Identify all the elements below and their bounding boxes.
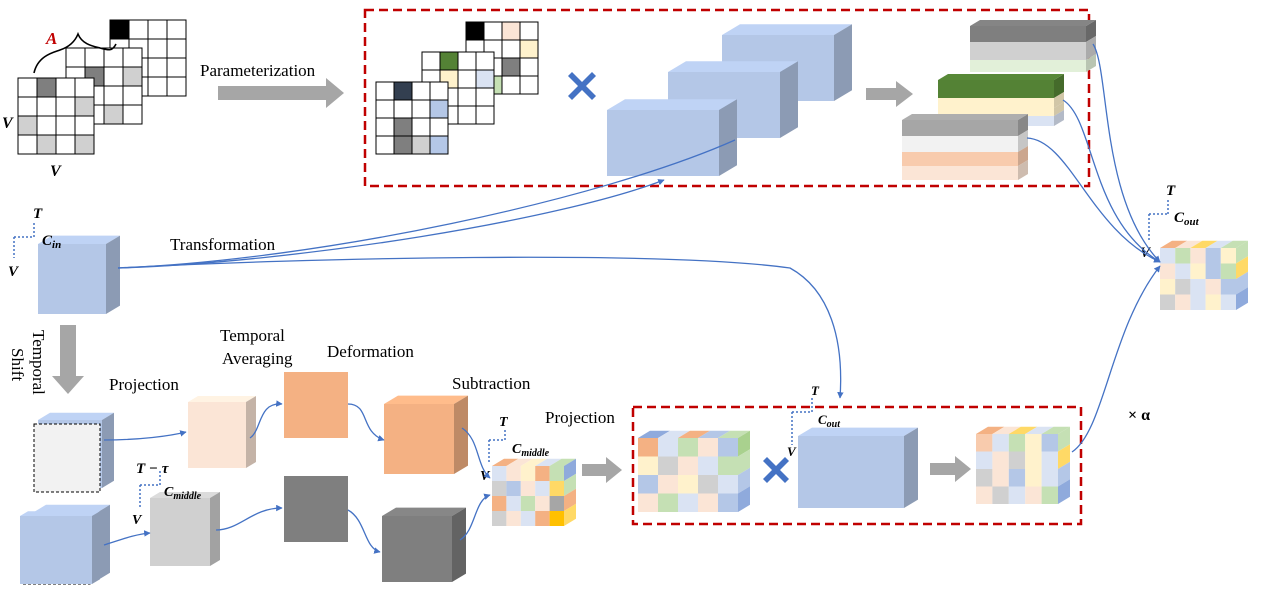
parameterized-matrix-stack [375,21,539,155]
label-temporal-averaging-2: Averaging [222,349,293,368]
symbol-V-proj: V [787,444,797,459]
layered-feature-stacks [902,20,1096,180]
temporal-avg-cube-gray [284,476,348,542]
weight-cube-front [607,99,737,176]
symbol-V-lower: V [132,513,143,528]
adjacency-matrix-stack [17,19,187,155]
gray-arrow-to-layers [866,81,913,107]
symbol-T-minus-tau: T − τ [136,461,170,477]
shift-stack-top-front [33,423,101,493]
label-temporal-shift: Temporal Shift [8,330,48,395]
symbol-V-left: V [2,115,14,132]
symbol-T-proj: T [811,383,820,398]
dotted-axis-icon [139,470,161,508]
symbol-V-in: V [8,264,20,280]
dotted-axis-icon [791,397,813,445]
label-transformation: Transformation [170,235,276,254]
slab-stack-back [970,20,1096,72]
symbol-T-middle: T [499,415,509,430]
symbol-V-middle: V [480,469,491,484]
connector-lines [103,43,1161,554]
gray-arrow-projection [582,457,622,483]
slab-stack-front [902,114,1028,180]
symbol-C-out: Cout [1174,210,1200,228]
param-matrix-front [375,81,449,155]
dotted-axis-icon [13,222,35,258]
symbol-C-in: Cin [42,233,61,251]
symbol-times-alpha: × α [1128,407,1150,424]
svg-text:Temporal: Temporal [29,330,48,395]
label-deformation: Deformation [327,342,414,361]
symbol-C-middle-2: Cmiddle [512,442,550,459]
slab-stack-middle [938,74,1064,126]
projection-cube-light [188,396,256,468]
label-subtraction: Subtraction [452,374,531,393]
symbol-V-out: V [1140,245,1152,261]
symbol-V-bottom: V [50,163,62,180]
label-projection-2: Projection [545,408,615,427]
symbol-T-out: T [1166,183,1176,199]
subtraction-result-cube [492,458,576,526]
multiply-x-icon [568,72,596,100]
temporal-shift-stacks [20,412,114,585]
svg-text:Shift: Shift [8,348,27,381]
gray-arrow-parameterization [218,78,344,108]
label-temporal-averaging-1: Temporal [220,326,285,345]
deformation-cube-orange [384,395,468,474]
colored-feature-cubes [492,240,1248,526]
brace-A [33,31,117,74]
projection-weight-cube [798,427,918,508]
projection-dashed-box [631,405,1083,526]
projection-input-cube [638,430,750,512]
dotted-axis-icon [1148,199,1169,240]
projection-output-cube [976,426,1070,504]
final-output-cube [1160,240,1248,310]
label-projection-1: Projection [109,375,179,394]
temporal-avg-cube [284,372,348,438]
symbol-A: A [45,29,57,48]
label-parameterization: Parameterization [200,61,316,80]
weight-cubes [607,24,852,176]
gray-arrow-temporal-shift [52,325,84,394]
dotted-axis-icon [488,428,506,462]
gray-arrow-to-output [930,456,971,482]
symbol-C-out-proj: Cout [818,412,841,430]
matrix-front [17,77,95,155]
projection-cube-gray [150,492,220,566]
multiply-x-icon [763,457,789,483]
parameterization-dashed-box [363,8,1091,188]
symbol-T-in: T [33,206,43,222]
deformation-cube-gray [382,507,466,582]
input-cube [38,235,120,314]
lower-pipeline-cubes [150,372,468,582]
cin-cube-body [38,235,120,314]
shift-stack-bottom-cube [20,511,100,584]
symbol-C-middle-1: Cmiddle [164,485,202,502]
